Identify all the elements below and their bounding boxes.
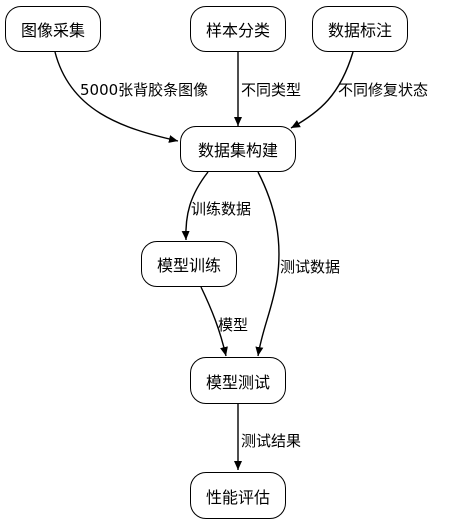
edge-collection-to-dataset xyxy=(54,51,179,143)
edge-label-dataset-to-training: 训练数据 xyxy=(191,200,251,218)
node-dataset-construction: 数据集构建 xyxy=(180,126,296,172)
edge-label-training-to-testing: 模型 xyxy=(218,316,248,334)
edge-label-collection-to-dataset: 5000张背胶条图像 xyxy=(80,81,208,99)
node-model-testing: 模型测试 xyxy=(190,357,286,404)
edge-label-classification-to-dataset: 不同类型 xyxy=(241,81,301,99)
node-image-collection: 图像采集 xyxy=(5,6,101,52)
node-sample-classification: 样本分类 xyxy=(190,6,286,52)
edge-annotation-to-dataset xyxy=(290,51,354,129)
node-performance-evaluation: 性能评估 xyxy=(190,472,286,519)
edge-label-dataset-to-testing: 测试数据 xyxy=(280,258,340,276)
edge-training-to-testing xyxy=(200,286,228,357)
edge-dataset-to-testing xyxy=(255,171,280,357)
edge-label-annotation-to-dataset: 不同修复状态 xyxy=(338,81,428,99)
node-model-training: 模型训练 xyxy=(141,241,237,287)
edge-label-testing-to-evaluation: 测试结果 xyxy=(241,432,301,450)
node-data-annotation: 数据标注 xyxy=(312,6,408,52)
edge-dataset-to-training xyxy=(181,171,209,241)
